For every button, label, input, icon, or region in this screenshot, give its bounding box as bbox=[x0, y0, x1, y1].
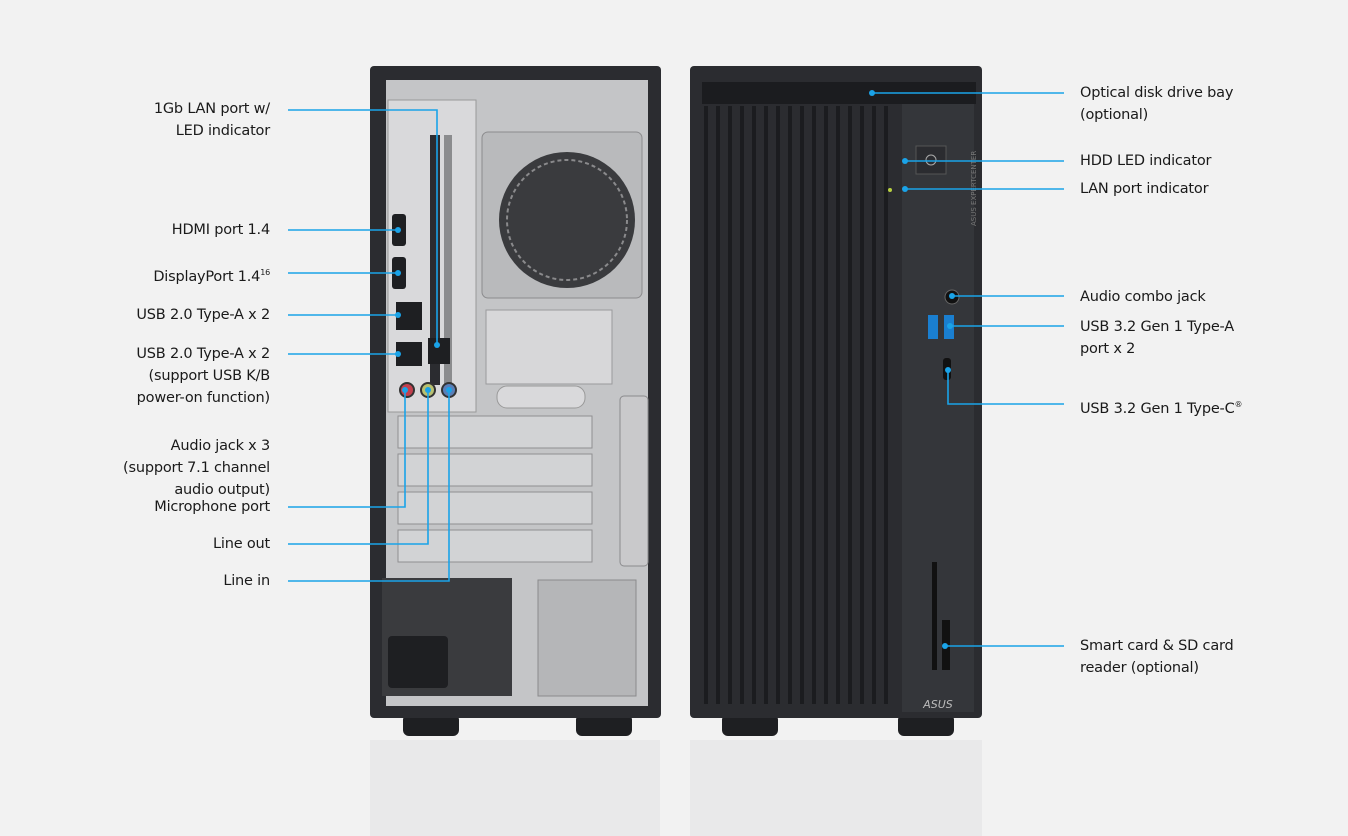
label-optical-bay: Optical disk drive bay (optional) bbox=[1080, 82, 1233, 126]
front-reflection bbox=[690, 740, 982, 836]
asus-logo: ASUS bbox=[922, 698, 953, 711]
footnote: 16 bbox=[260, 268, 270, 277]
label-line-in: Line in bbox=[223, 570, 270, 592]
label-line: (optional) bbox=[1080, 107, 1149, 123]
callout-lines bbox=[288, 92, 1064, 647]
callout-dots bbox=[395, 90, 955, 649]
label-line: Optical disk drive bay bbox=[1080, 85, 1234, 101]
label-line: USB 3.2 Gen 1 Type-C bbox=[1080, 401, 1235, 417]
label-line: Audio combo jack bbox=[1080, 289, 1206, 305]
label-card-reader: Smart card & SD card reader (optional) bbox=[1080, 635, 1234, 679]
rear-tower bbox=[370, 66, 661, 718]
label-line: reader (optional) bbox=[1080, 660, 1199, 676]
label-hdmi: HDMI port 1.4 bbox=[172, 219, 270, 241]
usb-3-port-a1 bbox=[928, 315, 938, 339]
label-line: HDMI port 1.4 bbox=[171, 222, 270, 238]
label-audio-combo: Audio combo jack bbox=[1080, 286, 1206, 308]
label-line: DisplayPort 1.4 bbox=[153, 269, 261, 285]
expansion-slots bbox=[397, 415, 593, 563]
fan-grille bbox=[499, 152, 635, 288]
label-line: Microphone port bbox=[154, 499, 270, 515]
label-line: power-on function) bbox=[136, 390, 271, 406]
label-hdd-led: HDD LED indicator bbox=[1080, 150, 1211, 172]
label-lan-indicator: LAN port indicator bbox=[1080, 178, 1209, 200]
label-line-out: Line out bbox=[213, 533, 270, 555]
power-button bbox=[915, 145, 947, 175]
label-line: USB 2.0 Type-A x 2 bbox=[136, 346, 270, 362]
label-line: Line out bbox=[213, 536, 270, 552]
label-line: USB 2.0 Type-A x 2 bbox=[136, 307, 270, 323]
label-usb2-top: USB 2.0 Type-A x 2 bbox=[136, 304, 270, 326]
label-lan-port: 1Gb LAN port w/ LED indicator bbox=[154, 98, 270, 142]
label-line: (support USB K/B bbox=[148, 368, 271, 384]
label-line: 1Gb LAN port w/ bbox=[153, 101, 270, 117]
rear-reflection bbox=[370, 740, 660, 836]
label-audio-jacks: Audio jack x 3 (support 7.1 channel audi… bbox=[123, 435, 270, 501]
label-microphone: Microphone port bbox=[154, 496, 270, 518]
label-line: (support 7.1 channel bbox=[123, 460, 270, 476]
label-displayport: DisplayPort 1.416 bbox=[153, 262, 270, 288]
front-vents bbox=[704, 106, 888, 704]
label-line: USB 3.2 Gen 1 Type-A bbox=[1080, 319, 1234, 335]
tower-feet bbox=[403, 714, 954, 736]
smart-card-slot bbox=[932, 562, 937, 670]
label-line: HDD LED indicator bbox=[1080, 153, 1212, 169]
registered-mark: ® bbox=[1234, 400, 1243, 409]
power-icon bbox=[925, 154, 937, 166]
label-line: audio output) bbox=[174, 482, 270, 498]
lan-port bbox=[428, 338, 450, 364]
label-usb3-type-c: USB 3.2 Gen 1 Type-C® bbox=[1080, 394, 1243, 420]
label-line: Line in bbox=[223, 573, 270, 589]
label-line: Audio jack x 3 bbox=[170, 438, 271, 454]
optical-bay bbox=[702, 82, 976, 104]
front-tower: ASUS ASUS EXPERTCENTER bbox=[690, 66, 982, 718]
label-usb3-type-a: USB 3.2 Gen 1 Type-A port x 2 bbox=[1080, 316, 1234, 360]
power-socket bbox=[388, 636, 448, 688]
label-line: LED indicator bbox=[175, 123, 270, 139]
lan-led bbox=[888, 188, 892, 192]
label-usb2-bottom: USB 2.0 Type-A x 2 (support USB K/B powe… bbox=[136, 343, 270, 409]
label-line: Smart card & SD card bbox=[1080, 638, 1234, 654]
label-line: LAN port indicator bbox=[1080, 181, 1209, 197]
label-line: port x 2 bbox=[1080, 341, 1136, 357]
